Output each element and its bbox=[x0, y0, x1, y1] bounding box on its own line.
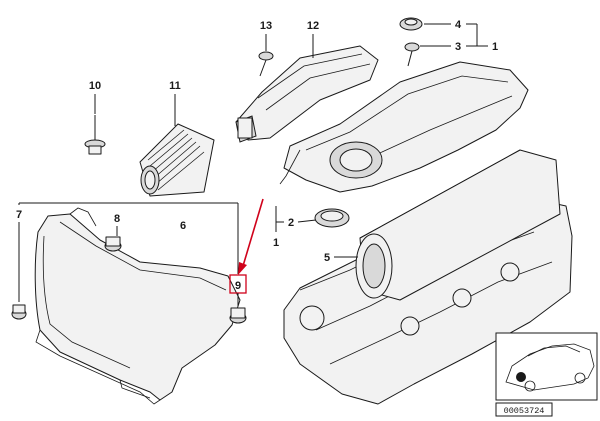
callout-8: 8 bbox=[114, 213, 120, 225]
location-marker-icon bbox=[516, 372, 526, 382]
callout-9: 9 bbox=[235, 280, 241, 292]
intake-duct bbox=[235, 45, 379, 143]
callout-2: 2 bbox=[288, 217, 294, 229]
clip-screw-10 bbox=[84, 115, 106, 155]
bolt-13 bbox=[258, 51, 274, 77]
callout-1-top: 1 bbox=[492, 41, 498, 53]
reference-number: 00053724 bbox=[504, 406, 545, 416]
highlight-arrow bbox=[238, 198, 264, 275]
grommet-8 bbox=[104, 236, 122, 252]
callout-5: 5 bbox=[324, 252, 330, 264]
bolt-3 bbox=[404, 42, 420, 67]
callout-6: 6 bbox=[180, 220, 186, 232]
callout-7: 7 bbox=[16, 209, 22, 221]
callout-12: 12 bbox=[307, 20, 319, 32]
bellows-hose bbox=[139, 123, 215, 197]
vehicle-location-inset bbox=[495, 332, 598, 401]
reference-number-box: 00053724 bbox=[495, 402, 553, 417]
callout-10: 10 bbox=[89, 80, 101, 92]
callout-13: 13 bbox=[260, 20, 272, 32]
seal-ring bbox=[314, 208, 350, 228]
callout-1-mid: 1 bbox=[273, 237, 279, 249]
grommet-9 bbox=[229, 307, 247, 324]
air-duct-cover bbox=[34, 207, 241, 405]
callout-4: 4 bbox=[455, 19, 462, 31]
engine-cover bbox=[279, 61, 529, 193]
cap-4 bbox=[399, 17, 423, 31]
filter-housing bbox=[355, 149, 561, 301]
callout-3: 3 bbox=[455, 41, 461, 53]
callout-11: 11 bbox=[169, 80, 181, 92]
grommet-7 bbox=[11, 304, 27, 320]
